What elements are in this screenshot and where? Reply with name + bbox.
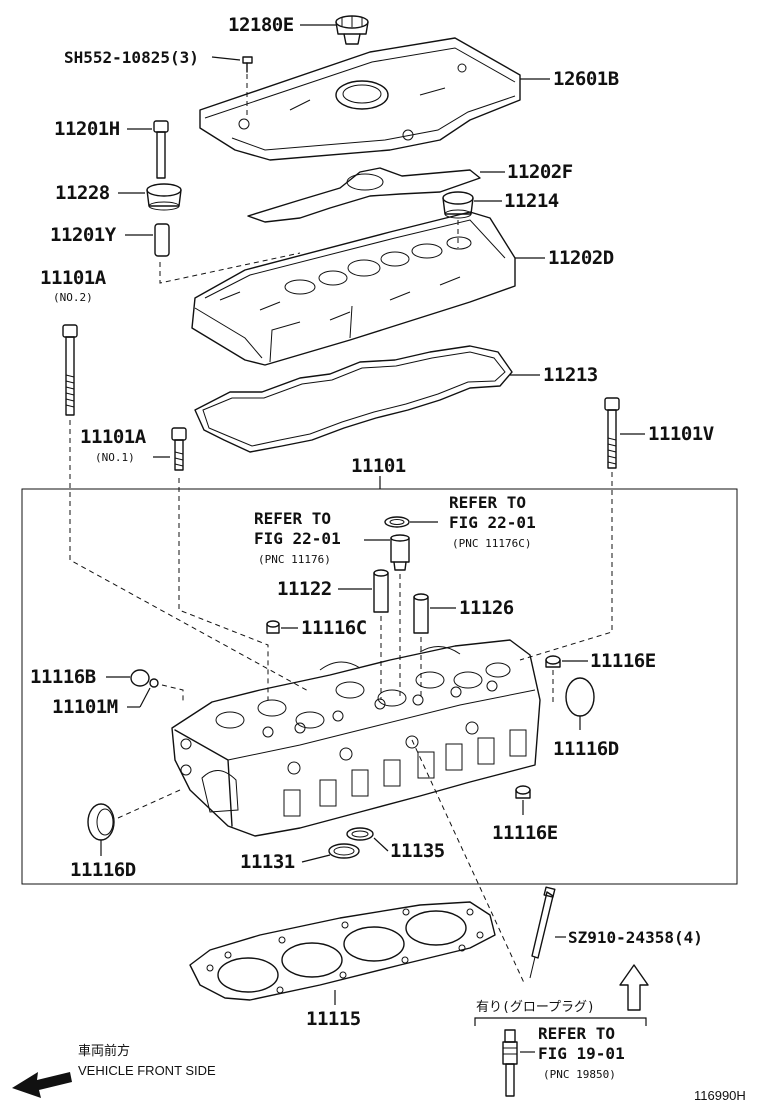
front-label-en: VEHICLE FRONT SIDE — [78, 1063, 216, 1078]
refer2-line2: FIG 22-01 — [449, 513, 536, 532]
glow-plug-note: 有り(グロープラグ) — [476, 1000, 595, 1015]
label-11101: 11101 — [351, 455, 406, 477]
label-11201y: 11201Y — [50, 224, 117, 246]
gasket-11131[interactable] — [328, 843, 360, 859]
ball-11101m[interactable] — [149, 678, 159, 688]
gasket-11202f[interactable] — [247, 167, 481, 223]
label-11116d-right: 11116D — [553, 738, 619, 760]
label-no1: (NO.1) — [95, 451, 135, 464]
label-11115: 11115 — [306, 1008, 361, 1030]
plug-11116e-bottom[interactable] — [515, 785, 531, 799]
glow-plug-reference[interactable] — [502, 1029, 518, 1097]
refer3-line1: REFER TO — [538, 1024, 615, 1043]
arrow-up-icon — [619, 964, 649, 1011]
label-11101m: 11101M — [52, 696, 118, 718]
refer1-line2: FIG 22-01 — [254, 529, 341, 548]
seal-ring[interactable] — [384, 516, 410, 528]
gasket-11135[interactable] — [346, 827, 374, 841]
figure-number: 116990H — [694, 1088, 746, 1103]
refer3-line2: FIG 19-01 — [538, 1044, 625, 1063]
label-11202f: 11202F — [507, 161, 573, 183]
plug-11116d-right[interactable] — [565, 677, 595, 717]
grommet-11228[interactable] — [146, 183, 182, 211]
label-11116b: 11116B — [30, 666, 96, 688]
plug-11116b[interactable] — [130, 669, 150, 687]
label-12601b: 12601B — [553, 68, 619, 90]
label-11131: 11131 — [240, 851, 295, 873]
label-11202d: 11202D — [548, 247, 614, 269]
label-11101a-top: 11101A — [40, 267, 107, 289]
oil-filler-cap-12180e[interactable] — [335, 15, 369, 45]
gasket-11213[interactable] — [194, 345, 513, 453]
cylinder-head-cover-11202d[interactable] — [191, 211, 516, 366]
label-sz910: SZ910-24358(4) — [568, 928, 703, 947]
refer2-line1: REFER TO — [449, 493, 526, 512]
plug-11116c[interactable] — [266, 620, 280, 634]
bolt-11101a-no1[interactable] — [171, 427, 187, 471]
label-11126: 11126 — [459, 597, 514, 619]
label-11116e-right: 11116E — [590, 650, 656, 672]
label-11101a-mid: 11101A — [80, 426, 147, 448]
head-gasket-11115[interactable] — [189, 901, 496, 1001]
vehicle-front-arrow-icon — [12, 1072, 72, 1098]
sleeve-11126[interactable] — [413, 593, 429, 634]
refer3-line3: (PNC 19850) — [543, 1068, 616, 1081]
assembly-frame-11101 — [21, 488, 738, 885]
cylinder-head-cover-12601b[interactable] — [199, 37, 521, 161]
injector-sleeve[interactable] — [390, 534, 410, 571]
bolt-sh552[interactable] — [242, 56, 253, 73]
label-11213: 11213 — [543, 364, 598, 386]
grommet-11214[interactable] — [442, 191, 474, 219]
oil-seal-11116d-left[interactable] — [87, 803, 115, 841]
sleeve-11122[interactable] — [373, 569, 389, 613]
label-11228: 11228 — [55, 182, 110, 204]
refer1-line3: (PNC 11176) — [258, 553, 331, 566]
label-11116e-bottom: 11116E — [492, 822, 558, 844]
label-11201h: 11201H — [54, 118, 120, 140]
label-12180e: 12180E — [228, 14, 294, 36]
label-11116c: 11116C — [301, 617, 367, 639]
label-sh552: SH552-10825(3) — [64, 48, 199, 67]
bolt-11101a-no2[interactable] — [62, 324, 78, 416]
glow-plug-sz910[interactable] — [529, 886, 556, 979]
refer1-line1: REFER TO — [254, 509, 331, 528]
label-11101v: 11101V — [648, 423, 714, 445]
bolt-11101v[interactable] — [604, 397, 620, 469]
label-11214: 11214 — [504, 190, 559, 212]
label-11135: 11135 — [390, 840, 445, 862]
plug-11116e-right[interactable] — [545, 655, 561, 668]
front-label-jp: 車両前方 — [78, 1043, 130, 1059]
collar-11201y[interactable] — [154, 223, 170, 257]
bolt-11201h[interactable] — [153, 120, 169, 179]
label-no2: (NO.2) — [53, 291, 93, 304]
label-11116d-left: 11116D — [70, 859, 136, 881]
refer2-line3: (PNC 11176C) — [452, 537, 531, 550]
label-11122: 11122 — [277, 578, 332, 600]
cylinder-head-11101[interactable] — [171, 639, 541, 837]
